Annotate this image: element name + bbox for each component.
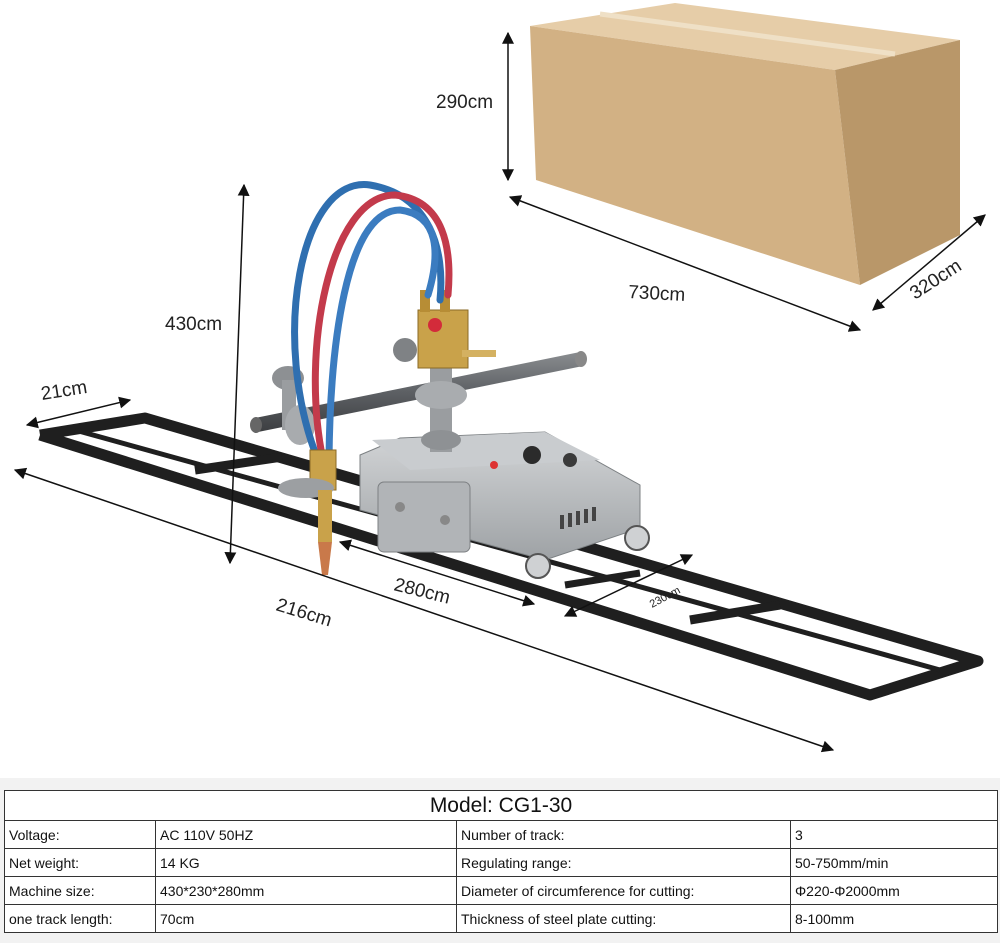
spec-value: 430*230*280mm [155, 876, 457, 905]
spec-row: Machine size: 430*230*280mm Diameter of … [4, 876, 999, 905]
spec-label: Thickness of steel plate cutting: [456, 904, 791, 933]
spec-row: Voltage: AC 110V 50HZ Number of track: 3 [4, 820, 999, 849]
box-length-label: 730cm [628, 282, 686, 306]
machine-height-label: 430cm [165, 314, 222, 335]
dim-line-machine-length [338, 539, 536, 607]
spec-label: Number of track: [456, 820, 791, 849]
spec-section: Model: CG1-30 Voltage: AC 110V 50HZ Numb… [0, 778, 1000, 943]
machine-body [359, 431, 641, 561]
control-knob [523, 446, 541, 464]
spec-value: 70cm [155, 904, 457, 933]
switch-knob [563, 453, 577, 467]
left-handwheel [272, 366, 315, 445]
spec-value: 14 KG [155, 848, 457, 877]
spec-value: 50-750mm/min [789, 848, 999, 877]
box-width-label: 320cm [906, 256, 965, 305]
dim-line-box-length [508, 195, 862, 332]
spec-table: Model: CG1-30 Voltage: AC 110V 50HZ Numb… [3, 790, 999, 933]
torch-column [393, 338, 467, 452]
machine-length-label: 280cm [392, 574, 452, 608]
dim-line-machine-width [563, 554, 694, 617]
track-length-label: 216cm [274, 595, 335, 632]
spec-value: Φ220-Φ2000mm [789, 876, 999, 905]
spec-label: Machine size: [4, 876, 156, 905]
box-tape-line [599, 11, 896, 57]
cardboard-box [530, 3, 960, 285]
valve-block [417, 290, 496, 369]
blue-hose-inner [325, 206, 439, 464]
dim-line-track-length [13, 467, 835, 753]
dim-line-machine-height [224, 183, 250, 565]
dim-line-track-width [25, 396, 132, 429]
spec-title-row: Model: CG1-30 [3, 790, 999, 821]
spec-label: Diameter of circumference for cutting: [456, 876, 791, 905]
spec-label: Regulating range: [456, 848, 791, 877]
spec-row: one track length: 70cm Thickness of stee… [4, 904, 999, 933]
product-illustration: 290cm 730cm 320cm 430cm 21cm 216cm 280cm… [13, 3, 986, 753]
spec-value: 8-100mm [789, 904, 999, 933]
track-width-label: 21cm [39, 377, 88, 405]
dim-line-box-width [872, 214, 986, 311]
indicator-light [490, 461, 498, 469]
track-crossbar-1 [194, 452, 283, 475]
red-hose [311, 191, 453, 464]
track-crossbar-2 [689, 600, 781, 625]
spec-value: AC 110V 50HZ [155, 820, 457, 849]
spec-row: Net weight: 14 KG Regulating range: 50-7… [4, 848, 999, 877]
spec-label: Voltage: [4, 820, 156, 849]
gas-hoses [291, 181, 453, 464]
spec-value: 3 [789, 820, 999, 849]
dimension-lines [13, 31, 986, 753]
spec-label: one track length: [4, 904, 156, 933]
spec-title: Model: CG1-30 [3, 790, 999, 821]
box-height-label: 290cm [436, 92, 493, 113]
spec-label: Net weight: [4, 848, 156, 877]
